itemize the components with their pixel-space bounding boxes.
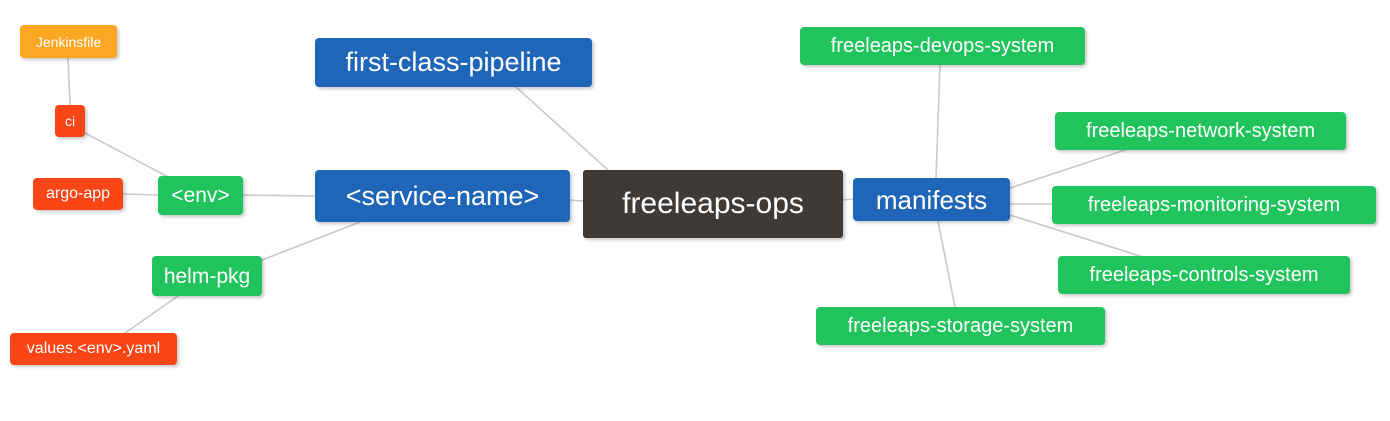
node-label: argo-app (45, 185, 111, 202)
node-label: freeleaps-devops-system (830, 35, 1055, 57)
mindmap-node-freeleaps-devops-system[interactable]: freeleaps-devops-system (800, 27, 1085, 65)
node-label: freeleaps-network-system (1086, 120, 1315, 142)
node-label: first-class-pipeline (345, 47, 562, 77)
mindmap-node-values-env-yaml[interactable]: values.<env>.yaml (10, 333, 177, 365)
mindmap-node-jenkinsfile[interactable]: Jenkinsfile (20, 25, 117, 58)
node-label: Jenkinsfile (35, 33, 102, 50)
edge-argo-app-to-env (122, 193, 159, 196)
node-label: ci (64, 113, 76, 129)
edge-env-to-service-name (242, 194, 316, 197)
node-label: freeleaps-monitoring-system (1087, 194, 1341, 216)
edge-manifests-to-freeleaps-storage-system (937, 220, 956, 308)
edge-first-class-pipeline-to-freeleaps-ops (515, 86, 609, 171)
mindmap-node-env[interactable]: <env> (158, 176, 243, 215)
mindmap-node-ci[interactable]: ci (55, 105, 85, 137)
node-label: freeleaps-storage-system (847, 315, 1074, 337)
node-label: helm-pkg (163, 264, 251, 288)
mindmap-node-freeleaps-storage-system[interactable]: freeleaps-storage-system (816, 307, 1105, 345)
node-label: values.<env>.yaml (26, 340, 161, 357)
edge-freeleaps-ops-to-manifests (842, 198, 854, 201)
edge-service-name-to-freeleaps-ops (569, 199, 584, 202)
edge-manifests-to-freeleaps-devops-system (935, 64, 941, 179)
mindmap-node-freeleaps-ops[interactable]: freeleaps-ops (583, 170, 843, 238)
node-label: <env> (171, 184, 230, 207)
mindmap-node-helm-pkg[interactable]: helm-pkg (152, 256, 262, 296)
mindmap-node-freeleaps-network-system[interactable]: freeleaps-network-system (1055, 112, 1346, 150)
node-label: <service-name> (345, 180, 540, 211)
node-label: freeleaps-ops (622, 187, 804, 220)
mindmap-node-freeleaps-monitoring-system[interactable]: freeleaps-monitoring-system (1052, 186, 1376, 224)
mindmap-node-service-name[interactable]: <service-name> (315, 170, 570, 222)
mindmap-node-manifests[interactable]: manifests (853, 178, 1010, 221)
edge-jenkinsfile-to-ci (67, 57, 71, 106)
mindmap-node-first-class-pipeline[interactable]: first-class-pipeline (315, 38, 592, 87)
node-label: manifests (875, 184, 988, 215)
edge-manifests-to-freeleaps-network-system (1009, 149, 1126, 189)
edge-helm-pkg-to-service-name (261, 221, 361, 261)
node-label: freeleaps-controls-system (1089, 264, 1319, 286)
mindmap-node-argo-app[interactable]: argo-app (33, 178, 123, 210)
edge-values-env-yaml-to-helm-pkg (124, 295, 179, 334)
edge-ci-to-env (84, 132, 171, 179)
mindmap-node-freeleaps-controls-system[interactable]: freeleaps-controls-system (1058, 256, 1350, 294)
